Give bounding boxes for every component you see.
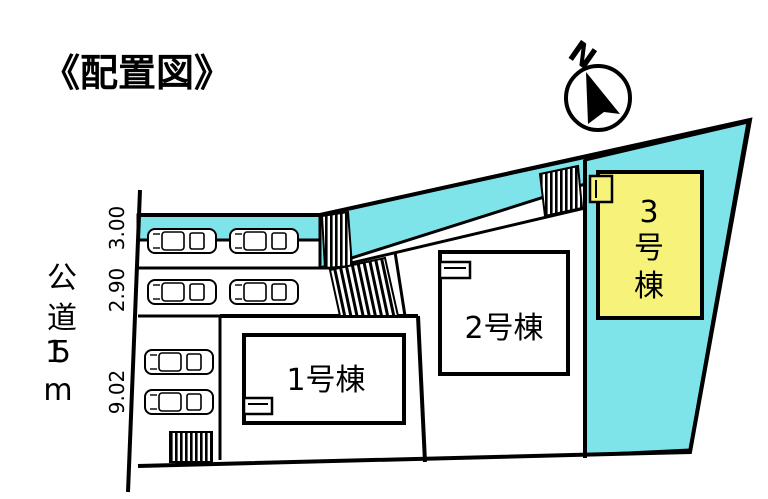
parking-car-2 bbox=[229, 228, 299, 254]
road-label-width: 15 bbox=[45, 335, 71, 370]
step-upper bbox=[320, 210, 354, 270]
building-3 bbox=[588, 170, 704, 320]
dimension-bottom: 9.02 bbox=[105, 370, 129, 415]
building-3-label-3: 棟 bbox=[634, 269, 664, 304]
parking-car-3 bbox=[147, 279, 217, 305]
building-3-label-2: 号 bbox=[634, 231, 664, 266]
parking-car-4 bbox=[229, 279, 299, 305]
parking-car-5 bbox=[144, 349, 214, 375]
building-2 bbox=[438, 250, 570, 376]
parking-car-6 bbox=[144, 389, 214, 415]
building-2-label: 2号棟 bbox=[464, 311, 543, 346]
road-label-unit: m bbox=[43, 373, 72, 408]
step-bottom bbox=[169, 431, 213, 463]
dimension-top: 3.00 bbox=[105, 206, 129, 251]
building-1 bbox=[242, 333, 406, 425]
road-label-2: 道 bbox=[47, 301, 77, 336]
step-right bbox=[538, 164, 584, 218]
road-label-1: 公 bbox=[47, 261, 77, 296]
page-title: 《配置図》 bbox=[42, 51, 232, 95]
parking-car-1 bbox=[147, 228, 217, 254]
road-line bbox=[126, 189, 142, 493]
dimension-middle: 2.90 bbox=[105, 268, 129, 313]
north-arrow bbox=[564, 64, 632, 132]
building-3-label-1: 3 bbox=[639, 195, 658, 230]
step-middle bbox=[328, 256, 400, 317]
building-1-label: 1号棟 bbox=[286, 363, 365, 398]
